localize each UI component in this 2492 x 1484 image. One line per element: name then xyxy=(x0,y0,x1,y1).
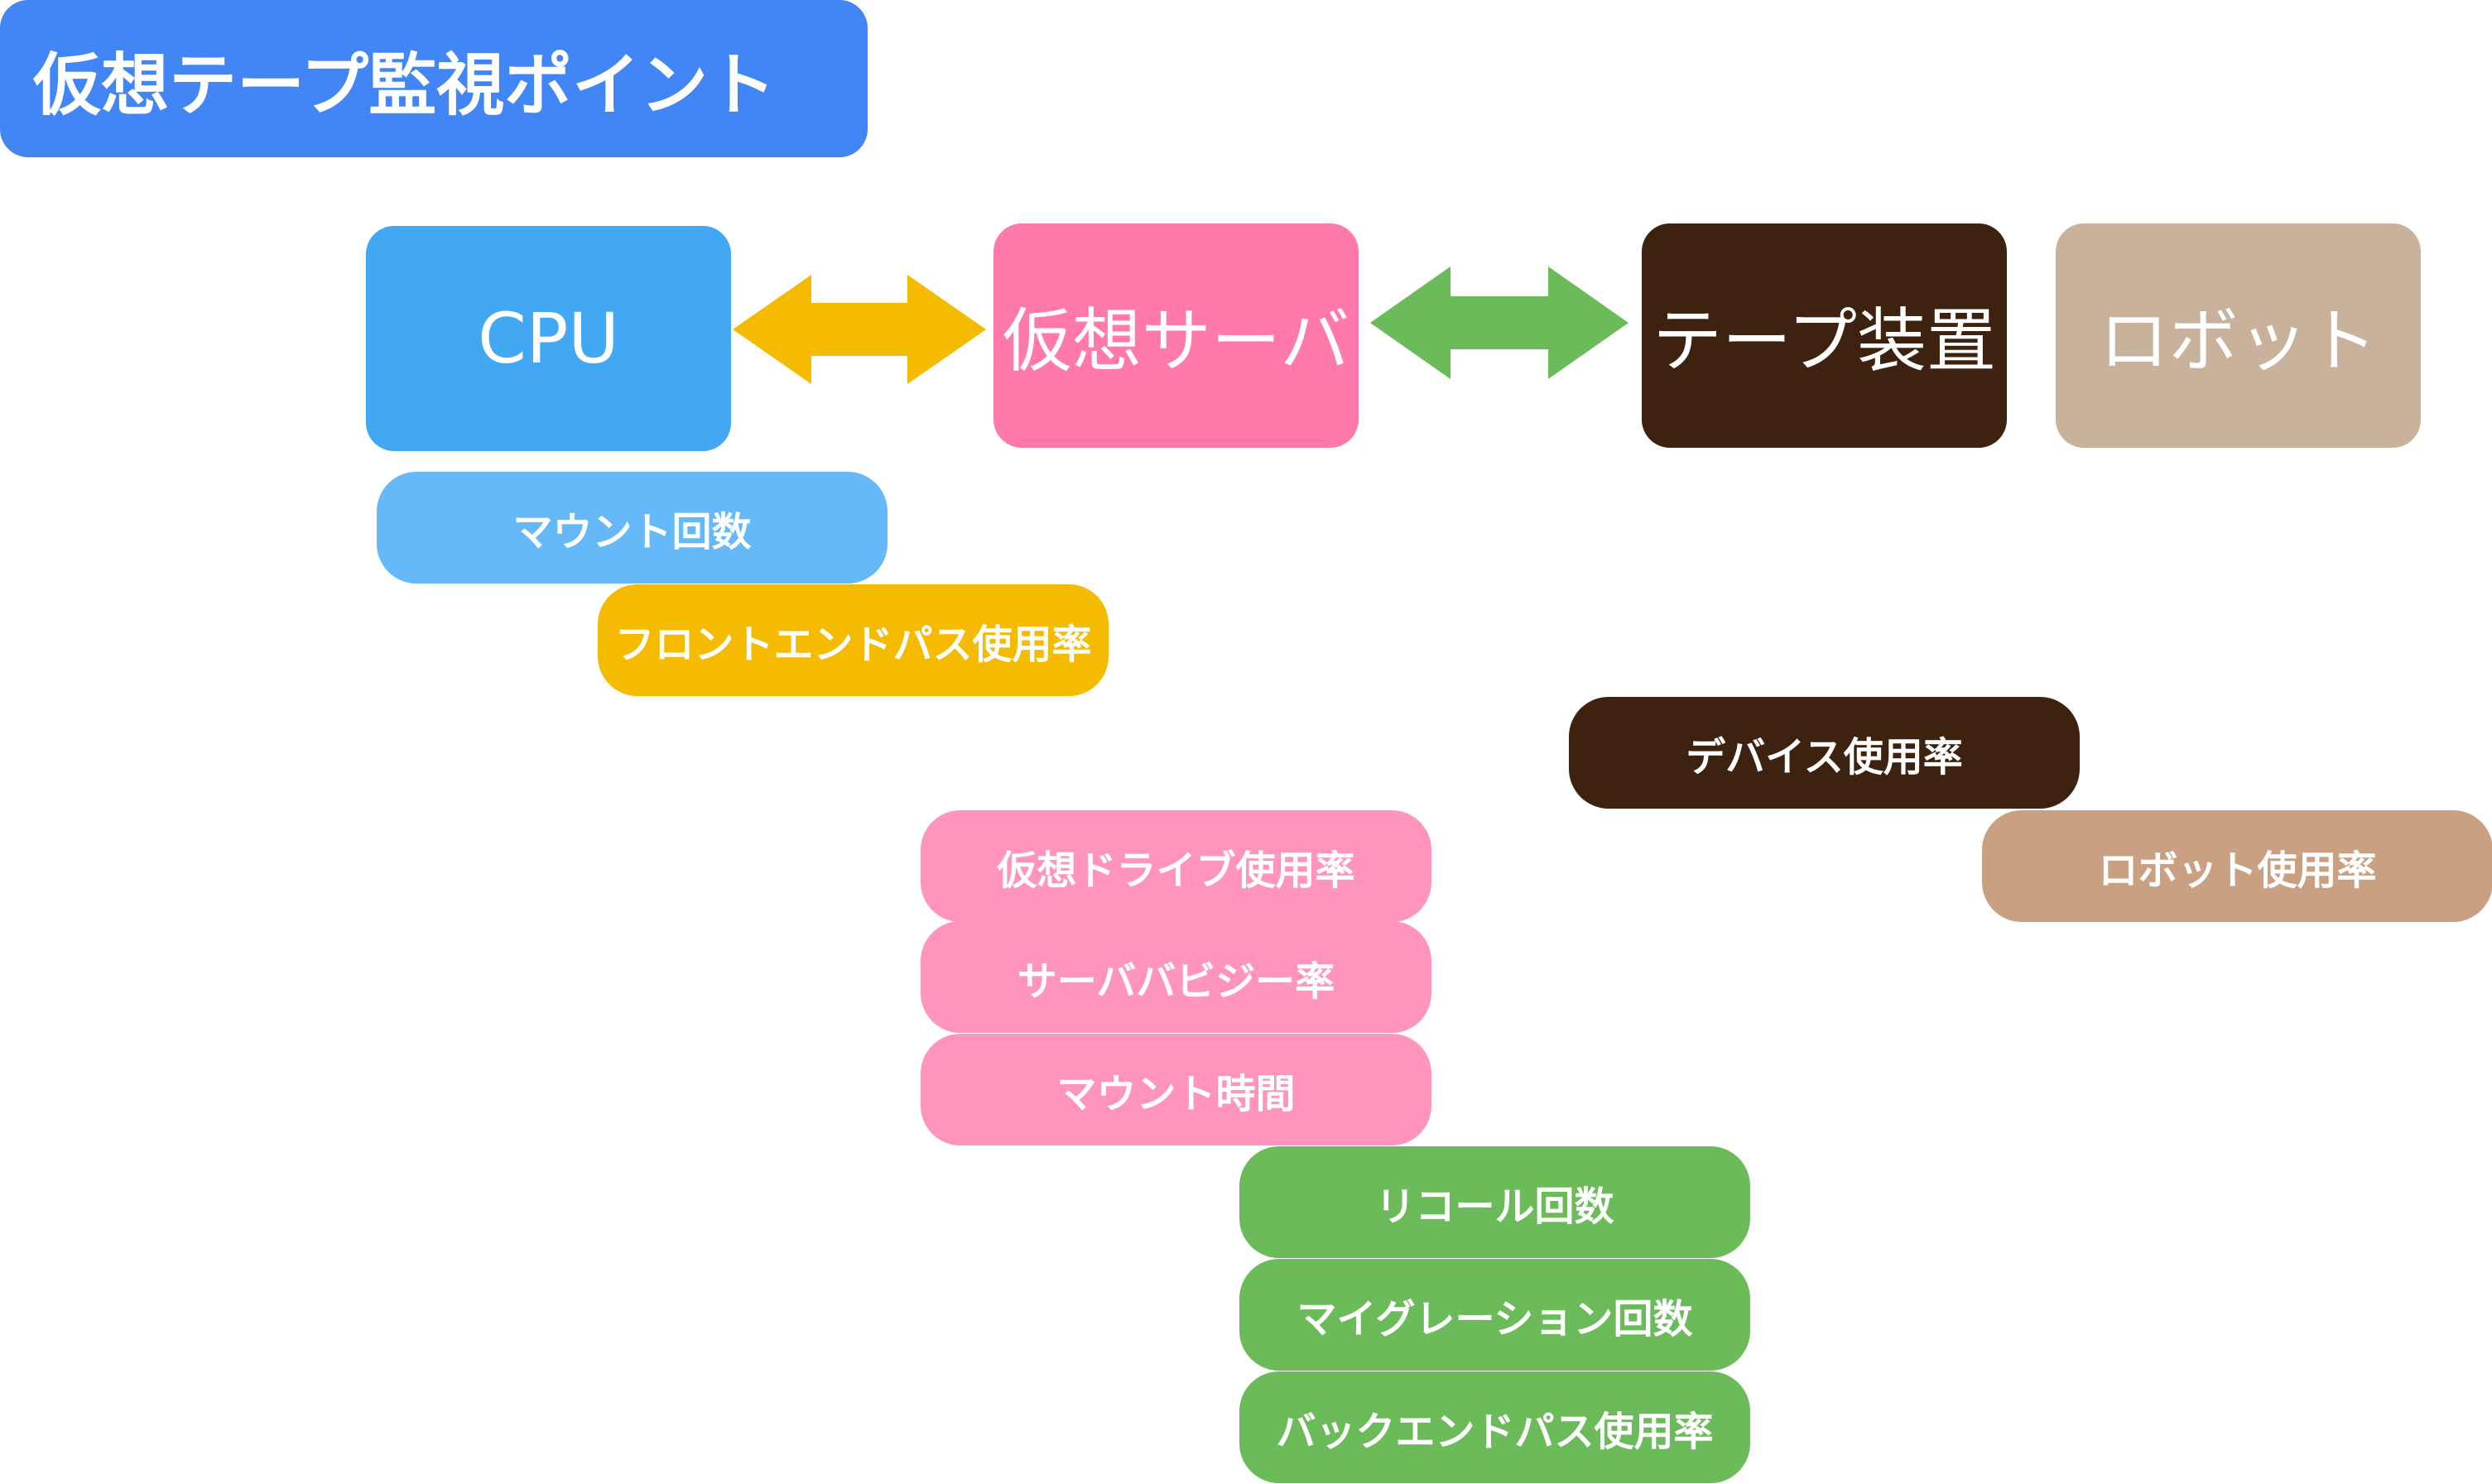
diagram-title: 仮想テープ監視ポイント xyxy=(0,0,868,157)
metric-recall-count: リコール回数 xyxy=(1239,1146,1750,1258)
metric-robot-usage: ロボット使用率 xyxy=(1982,810,2492,922)
cpu-server-double-arrow xyxy=(733,275,986,384)
metric-mount-count: マウント回数 xyxy=(377,472,888,584)
virtual-server-box: 仮想サーバ xyxy=(993,223,1359,448)
metric-mount-time: マウント時間 xyxy=(921,1034,1431,1145)
metric-server-busy-rate: サーババビジー率 xyxy=(921,921,1431,1033)
cpu-box: CPU xyxy=(366,226,731,451)
metric-frontend-path-usage: フロントエンドパス使用率 xyxy=(598,584,1109,696)
metric-device-usage: デバイス使用率 xyxy=(1569,697,2080,809)
metric-migration-count: マイグレーション回数 xyxy=(1239,1259,1750,1371)
robot-box: ロボット xyxy=(2056,223,2421,448)
metric-backend-path-usage: バックエンドパス使用率 xyxy=(1239,1371,1750,1483)
tape-device-box: テープ装置 xyxy=(1642,223,2007,448)
server-tape-double-arrow xyxy=(1370,267,1628,379)
metric-virtual-drive-usage: 仮想ドライブ使用率 xyxy=(921,810,1431,922)
